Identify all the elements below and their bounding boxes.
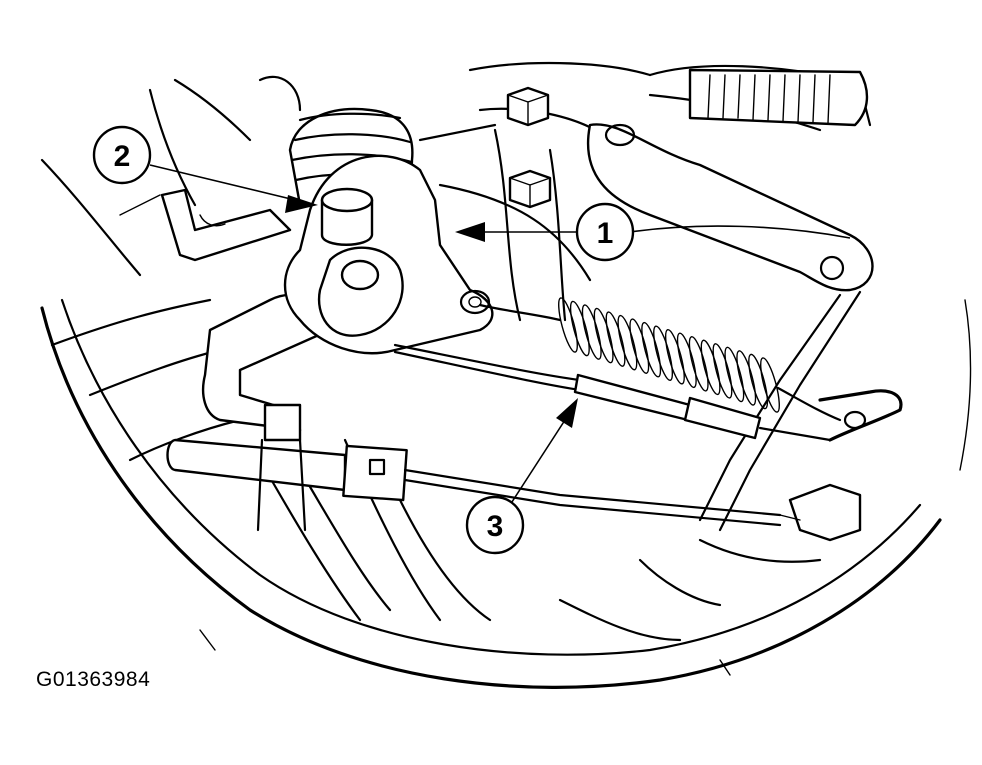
spring-hook — [776, 386, 842, 422]
spring-coil — [558, 297, 578, 353]
pivot-pin — [320, 187, 374, 246]
callout-1-label: 1 — [597, 217, 614, 250]
spring-coil — [712, 343, 733, 399]
callout-2-circle — [92, 125, 152, 185]
spring-coil — [664, 328, 685, 385]
spring-coil — [748, 353, 769, 410]
callout-3-circle — [465, 495, 525, 555]
left-bracket — [160, 188, 292, 262]
backing-plate — [40, 298, 972, 689]
callout-1-arrowhead — [455, 222, 485, 242]
spring-coil — [700, 339, 721, 396]
spring-coil — [676, 332, 697, 389]
spring-hook — [478, 303, 562, 322]
spring-coil — [724, 346, 745, 403]
callout-2: 2 — [92, 125, 318, 213]
spring-coil — [641, 321, 662, 378]
support-post — [256, 403, 307, 532]
spring-coil — [629, 318, 650, 374]
spring-coil — [617, 314, 638, 371]
spring-coil — [581, 304, 602, 360]
return-spring — [478, 297, 842, 422]
spring-coil — [593, 307, 614, 364]
figure-id: G01363984 — [36, 668, 151, 691]
callout-2-label: 2 — [114, 140, 131, 173]
right-boot — [688, 68, 869, 127]
callout-1-circle — [575, 202, 635, 262]
callout-3-arrowhead — [556, 398, 578, 428]
background-structure — [40, 61, 872, 676]
brake-cable — [393, 343, 903, 442]
spring-coil — [653, 325, 674, 382]
lower-bolt — [508, 169, 552, 209]
spring-coil — [605, 311, 626, 367]
spring-coil — [569, 300, 590, 357]
callout-1: 1 — [455, 202, 851, 262]
upper-bolt — [506, 86, 550, 127]
callout-3: 3 — [465, 398, 578, 555]
spring-coil — [736, 350, 757, 406]
spring-coil — [688, 336, 709, 392]
callout-3-label: 3 — [487, 510, 504, 543]
callout-2-arrowhead — [285, 195, 318, 213]
spring-coil — [760, 357, 780, 413]
